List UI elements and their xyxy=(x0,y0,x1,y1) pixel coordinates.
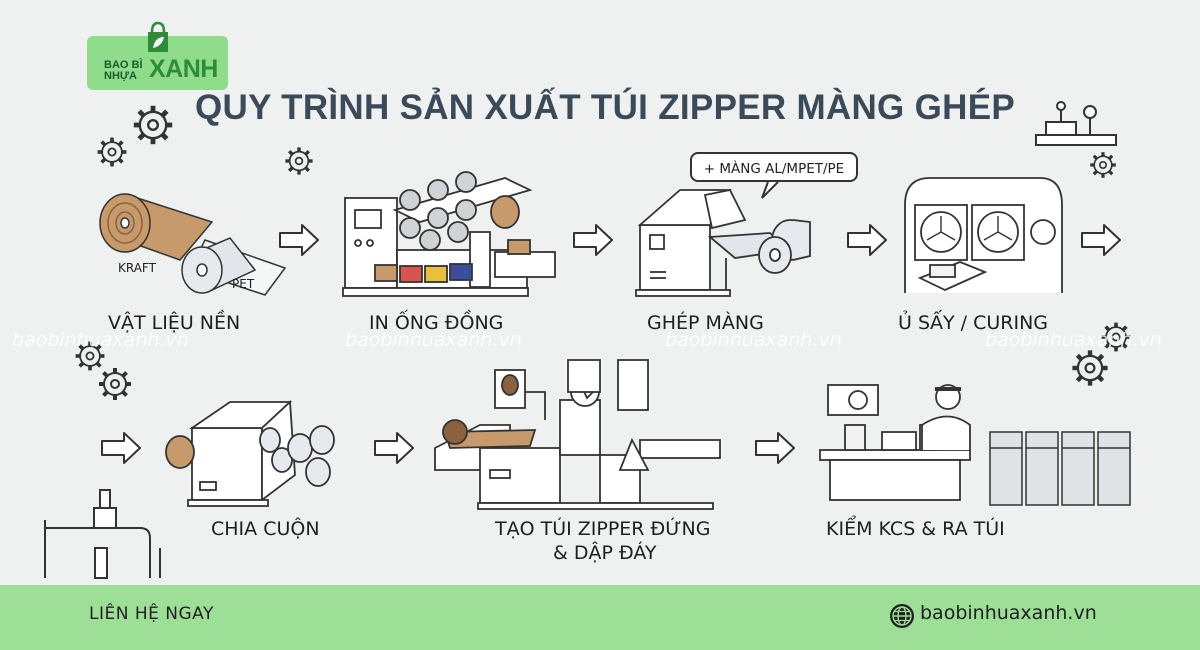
gear-icon xyxy=(1072,350,1107,385)
brand-logo[interactable]: BAO BÌ NHỰA XANH xyxy=(87,21,228,90)
gear-icon xyxy=(97,366,133,402)
logo-text-nhua: NHỰA xyxy=(104,70,137,82)
logo-text-bao-bi: BAO BÌ xyxy=(104,59,143,71)
process-illustrations: KRAFT PET xyxy=(44,101,1133,579)
gear-icon xyxy=(283,145,315,177)
gear-icon xyxy=(1088,150,1118,180)
step-label-quality-control: KIỂM KCS & RA TÚI xyxy=(826,518,1005,540)
step-label-laminating: GHÉP MÀNG xyxy=(647,312,764,334)
quality-control-icon xyxy=(819,384,971,501)
machine-decoration-icon xyxy=(1035,101,1117,146)
logo-text-xanh: XANH xyxy=(149,55,218,83)
arrow-icon xyxy=(847,224,887,256)
arrow-icon xyxy=(1081,224,1121,256)
bag-making-machine-icon xyxy=(434,359,721,510)
globe-icon xyxy=(890,604,914,628)
arrow-icon xyxy=(573,224,613,256)
gear-icon xyxy=(95,135,129,169)
printing-machine-icon xyxy=(342,171,556,297)
kraft-roll-icon xyxy=(99,193,214,261)
footer-bar: LIÊN HỆ NGAY baobinhuaxanh.vn xyxy=(0,585,1200,650)
contact-button[interactable]: LIÊN HỆ NGAY xyxy=(89,604,214,624)
gear-icon xyxy=(134,106,172,144)
arrow-icon xyxy=(755,432,795,464)
step-label-curing: Ủ SẤY / CURING xyxy=(898,312,1049,334)
watermark-text: baobinhuaxanh.vn xyxy=(12,329,189,351)
slitting-machine-icon xyxy=(165,400,335,507)
page-title: QUY TRÌNH SẢN XUẤT TÚI ZIPPER MÀNG GHÉP xyxy=(195,88,1015,127)
bag-leaf-icon xyxy=(148,21,168,52)
curing-oven-icon xyxy=(904,177,1063,293)
callout-tail xyxy=(761,181,779,199)
step-label-bag-making-line2: & DẬP ĐÁY xyxy=(553,542,657,564)
website-link[interactable]: baobinhuaxanh.vn xyxy=(920,602,1097,624)
laminating-callout: + MÀNG AL/MPET/PE xyxy=(690,152,858,182)
step-label-printing: IN ỐNG ĐỒNG xyxy=(369,312,504,334)
material-label-kraft: KRAFT xyxy=(118,261,157,275)
material-label-pet: PET xyxy=(232,277,255,291)
step-label-slitting: CHIA CUỘN xyxy=(211,518,320,540)
arrow-icon xyxy=(101,432,141,464)
step-label-bag-making-line1: TẠO TÚI ZIPPER ĐỨNG xyxy=(495,518,711,540)
step-label-base-material: VẬT LIỆU NỀN xyxy=(108,312,241,334)
arrow-icon xyxy=(374,432,414,464)
watermark-text: baobinhuaxanh.vn xyxy=(665,329,842,351)
pet-roll-icon xyxy=(181,237,287,296)
machine-decoration-icon xyxy=(44,489,161,579)
arrow-icon xyxy=(279,224,319,256)
watermark-text: baobinhuaxanh.vn xyxy=(345,329,522,351)
zipper-bag-icon xyxy=(989,431,1131,506)
watermark-text: baobinhuaxanh.vn xyxy=(985,329,1162,351)
laminating-machine-icon xyxy=(635,188,811,297)
